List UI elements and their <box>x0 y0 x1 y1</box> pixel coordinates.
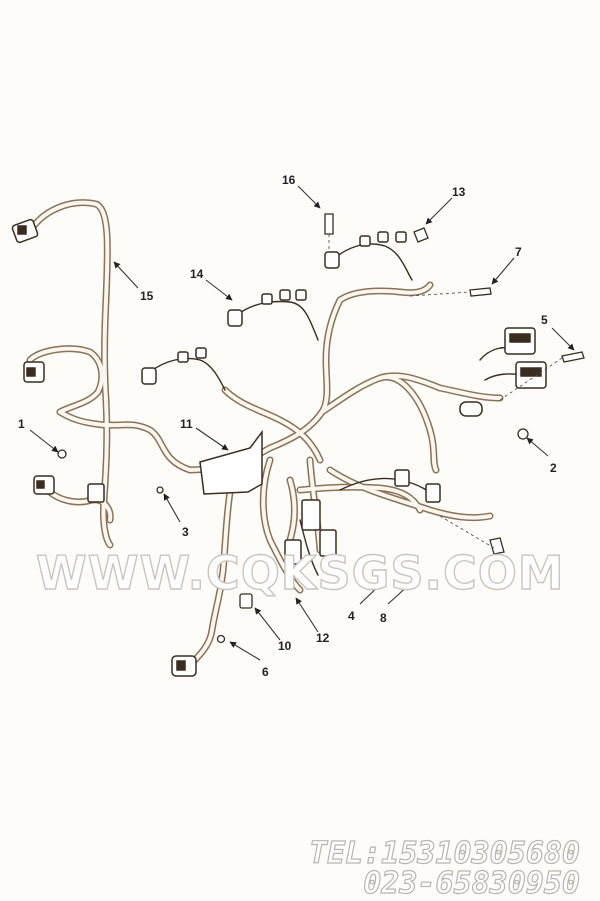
callout-16: 16 <box>282 173 296 187</box>
connector-block-5 <box>504 327 547 389</box>
bolt-16 <box>324 213 334 235</box>
callout-8: 8 <box>380 611 387 625</box>
nut-2 <box>517 428 529 440</box>
callout-2: 2 <box>550 461 557 475</box>
clip-10 <box>239 593 253 609</box>
watermark-text: WWW.CQKSGS.COM <box>35 545 565 600</box>
callout-11: 11 <box>180 417 193 431</box>
bolt-5 <box>561 351 585 363</box>
connector-center-cluster <box>284 469 441 565</box>
callout-6: 6 <box>262 665 269 679</box>
callout-12: 12 <box>316 631 330 645</box>
contact-phone: 023-65830950 <box>363 865 581 901</box>
callout-5: 5 <box>541 313 548 327</box>
nut-6 <box>216 634 226 644</box>
nut-1 <box>57 449 67 459</box>
connector-left-mid <box>23 361 45 383</box>
connectors <box>11 218 547 677</box>
sensor-clips-14 <box>227 289 307 327</box>
harness-bundles <box>26 199 526 669</box>
sensor-clips-13 <box>324 231 407 269</box>
bolt-3 <box>156 486 164 494</box>
hardware <box>57 213 585 644</box>
callout-10: 10 <box>278 639 292 653</box>
callout-14: 14 <box>190 267 204 281</box>
sensor-clips-left <box>141 347 207 385</box>
contact-tel: TEL:15310305680 <box>308 835 580 871</box>
callout-4: 4 <box>348 609 355 623</box>
callout-7: 7 <box>515 245 522 259</box>
connector-top-left <box>11 218 39 244</box>
bolt-4 <box>489 537 505 555</box>
connector-left-low <box>33 475 55 495</box>
bracket-11 <box>199 429 263 495</box>
callout-arrows <box>29 185 575 661</box>
dashed-leaders <box>328 234 563 549</box>
callout-3: 3 <box>182 525 189 539</box>
callout-13: 13 <box>452 185 466 199</box>
connector-bottom-left <box>171 655 197 677</box>
connector-bracket-left <box>87 483 105 503</box>
bolt-7 <box>469 287 492 297</box>
callout-1: 1 <box>18 417 25 431</box>
callout-labels: 1 2 3 4 5 6 7 8 10 11 12 13 14 15 16 <box>18 173 557 679</box>
callout-15: 15 <box>140 289 154 303</box>
clip-13 <box>413 227 429 243</box>
connector-right-tube <box>459 401 483 417</box>
